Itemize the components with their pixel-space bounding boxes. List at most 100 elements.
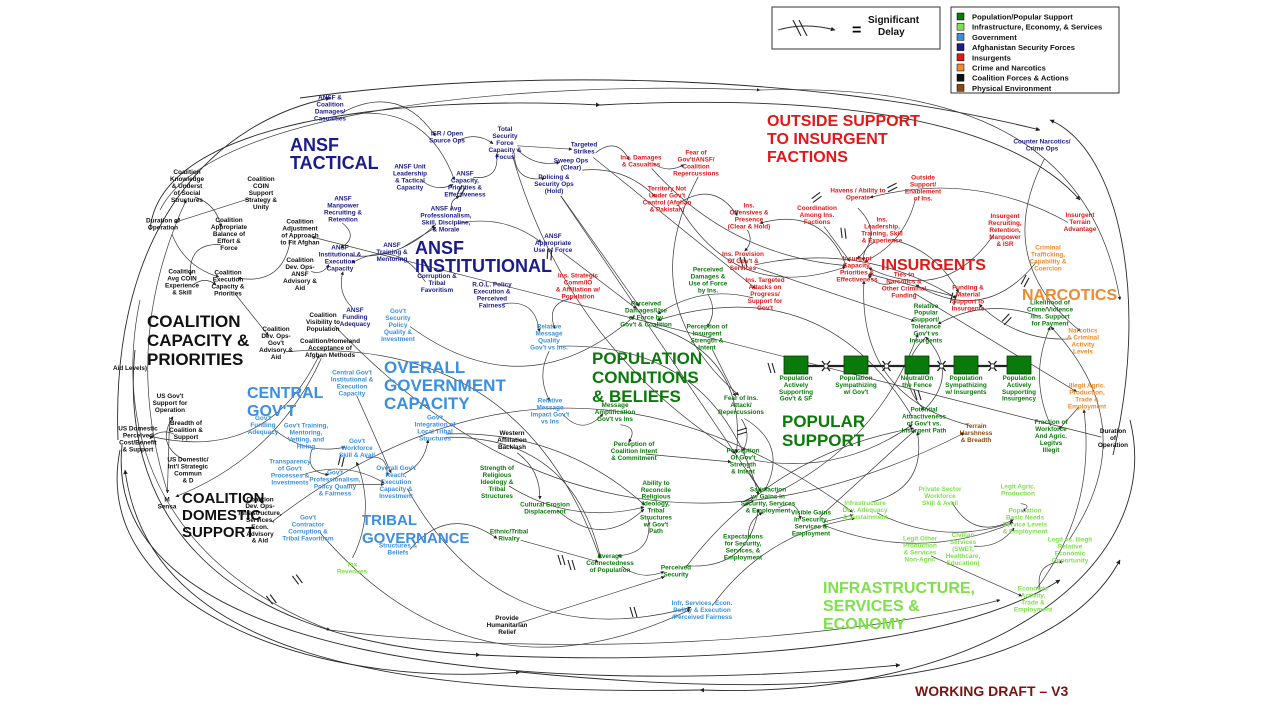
causal-link [822,522,1014,544]
causal-link [973,527,1015,547]
causal-link [1035,409,1087,590]
causal-link [561,412,604,426]
causal-link [301,468,385,484]
causal-link [657,293,754,315]
causal-link [706,293,713,328]
causal-link [744,229,751,252]
causal-link [310,264,330,273]
causal-link [406,488,692,620]
causal-link [678,193,738,216]
causal-link [193,280,217,285]
causal-link [558,345,760,496]
delay-equals: = [852,22,861,39]
causal-link [351,224,435,257]
causal-link [856,207,872,260]
working-draft-label: WORKING DRAFT – V3 [915,683,1068,699]
region-narcotics: NARCOTICS [1022,287,1117,304]
legend-swatch-insurgents [956,53,965,62]
causal-link [869,187,1069,223]
delay-mark [736,427,748,436]
causal-link [923,336,943,411]
node-illegit-agric-production-trade-employment: Illegit Agric.Production,Trade &Employme… [1068,383,1107,411]
causal-link [754,266,915,322]
causal-link [871,431,920,503]
causal-link [458,136,494,145]
causal-link [744,418,774,491]
causal-link [685,427,915,568]
causal-link [1050,326,1104,541]
causal-link [620,424,633,443]
causal-link [340,112,456,181]
causal-link [868,274,893,285]
causal-link [915,261,1037,301]
node-aid-levels: Aid Levels) [113,365,147,372]
causal-link [868,234,994,281]
causal-link [861,241,876,262]
delay-label-1: Significant [868,15,920,26]
causal-link [402,227,437,248]
causal-link [329,599,1001,645]
causal-link [1039,326,1052,427]
causal-link [340,271,353,308]
legend-item-crime-and-narcotics: Crime and Narcotics [972,64,1046,73]
legend-item-physical-environment: Physical Environment [972,84,1052,93]
causal-link [409,523,498,550]
delay-mark [743,496,754,507]
causal-link [868,273,957,298]
causal-link [823,226,851,262]
causal-link [450,195,460,211]
delay-label-2: Delay [878,27,905,38]
causal-link [123,469,701,691]
causal-link [951,501,1014,528]
delay-mark [557,554,566,566]
causal-link [542,350,551,402]
causal-link [319,532,691,648]
stock-box-3 [904,355,930,375]
delay-mark [739,256,748,268]
causal-link [159,87,761,211]
causal-link [819,429,916,518]
causal-link [617,518,650,558]
causal-link [516,452,542,500]
delay-legend: = Significant Delay [771,6,941,50]
node-structures-beliefs: Structures &Beliefs [379,543,418,557]
